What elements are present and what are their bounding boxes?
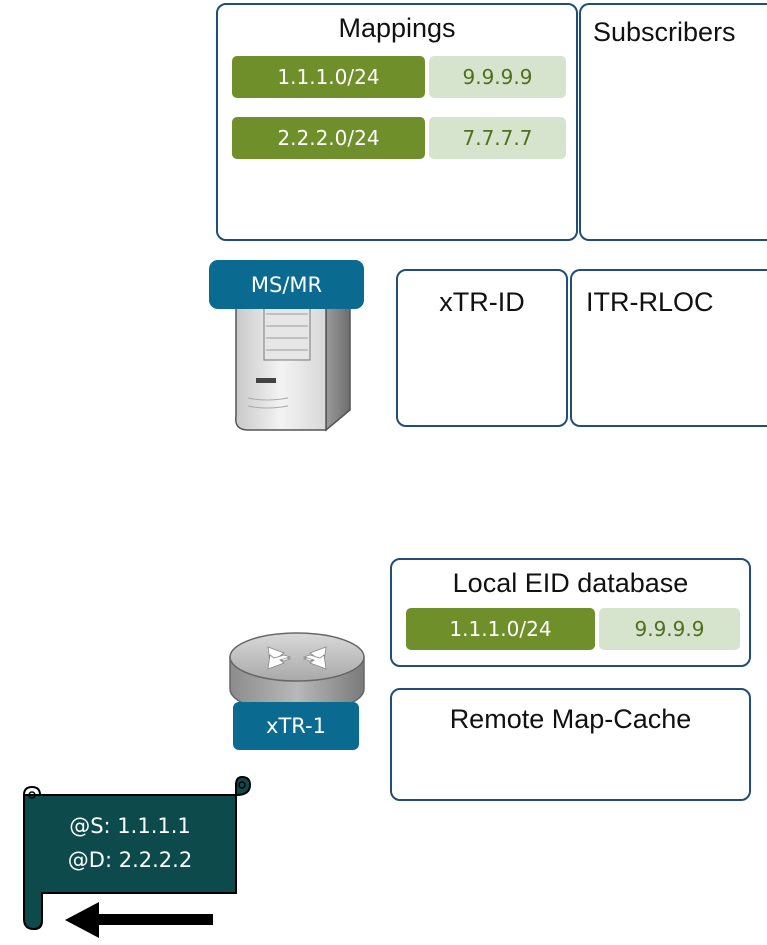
local-eid-database: Local EID database 1.1.1.0/24 9.9.9.9 [390,558,751,667]
local-eid-rloc: 9.9.9.9 [599,608,740,650]
itr-rloc-title: ITR-RLOC [586,287,714,317]
mapping-rloc-2: 7.7.7.7 [429,117,566,159]
mappings-table: Mappings 1.1.1.0/24 9.9.9.9 2.2.2.0/24 7… [216,3,578,241]
mapping-rloc-1: 9.9.9.9 [429,56,566,98]
server-icon [235,290,351,432]
subscribers-title: Subscribers [593,17,736,47]
subscribers-table: Subscribers [579,3,767,241]
packet-scroll [23,775,252,931]
left-arrow-icon [65,902,213,938]
itr-rloc-table: ITR-RLOC [570,269,767,427]
local-eid-prefix: 1.1.1.0/24 [406,608,595,650]
mapping-eid-1: 1.1.1.0/24 [232,56,425,98]
packet-headers: @S: 1.1.1.1 @D: 2.2.2.2 [24,810,236,880]
remote-map-cache: Remote Map-Cache [390,688,751,801]
packet-source: @S: 1.1.1.1 [69,814,191,838]
mappings-title: Mappings [338,13,456,43]
xtr-1-label: xTR-1 [233,702,359,750]
router-icon [229,632,365,714]
ms-mr-label: MS/MR [209,260,364,309]
packet-destination: @D: 2.2.2.2 [67,848,193,872]
xtr-id-table: xTR-ID [396,269,568,427]
mapping-eid-2: 2.2.2.0/24 [232,117,425,159]
remote-map-cache-title: Remote Map-Cache [449,704,692,734]
xtr-id-title: xTR-ID [439,287,525,317]
local-eid-database-title: Local EID database [452,568,689,598]
